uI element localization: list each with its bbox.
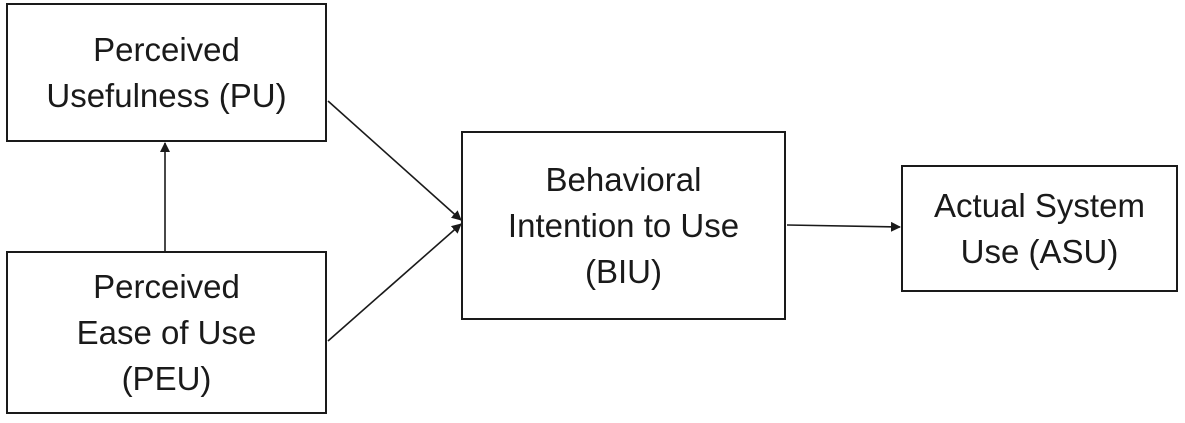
node-label: Actual System Use (ASU) <box>934 183 1145 275</box>
node-label-line: Use (ASU) <box>960 232 1119 270</box>
arrow-peu-to-biu <box>327 223 462 342</box>
node-label-line: Intention to Use <box>507 206 740 244</box>
node-label-line: Perceived <box>93 267 240 305</box>
node-label-line: Ease of Use <box>76 313 257 351</box>
node-label-line: Actual System <box>934 186 1145 224</box>
node-label-line: (BIU) <box>585 252 662 290</box>
node-behavioral-intention-to-use: Behavioral Intention to Use (BIU) <box>461 131 786 320</box>
arrow-biu-to-asu <box>786 221 901 232</box>
node-label: Perceived Ease of Use (PEU) <box>77 264 257 402</box>
node-perceived-ease-of-use: Perceived Ease of Use (PEU) <box>6 251 327 414</box>
node-label-line: Perceived <box>93 30 240 68</box>
node-label: Perceived Usefulness (PU) <box>46 27 286 119</box>
arrow-pu-to-biu <box>327 100 462 221</box>
node-actual-system-use: Actual System Use (ASU) <box>901 165 1178 292</box>
node-label: Behavioral Intention to Use (BIU) <box>508 157 739 295</box>
node-label-line: Usefulness (PU) <box>46 76 287 114</box>
node-perceived-usefulness: Perceived Usefulness (PU) <box>6 3 327 142</box>
node-label-line: (PEU) <box>121 359 212 397</box>
node-label-line: Behavioral <box>545 160 702 198</box>
